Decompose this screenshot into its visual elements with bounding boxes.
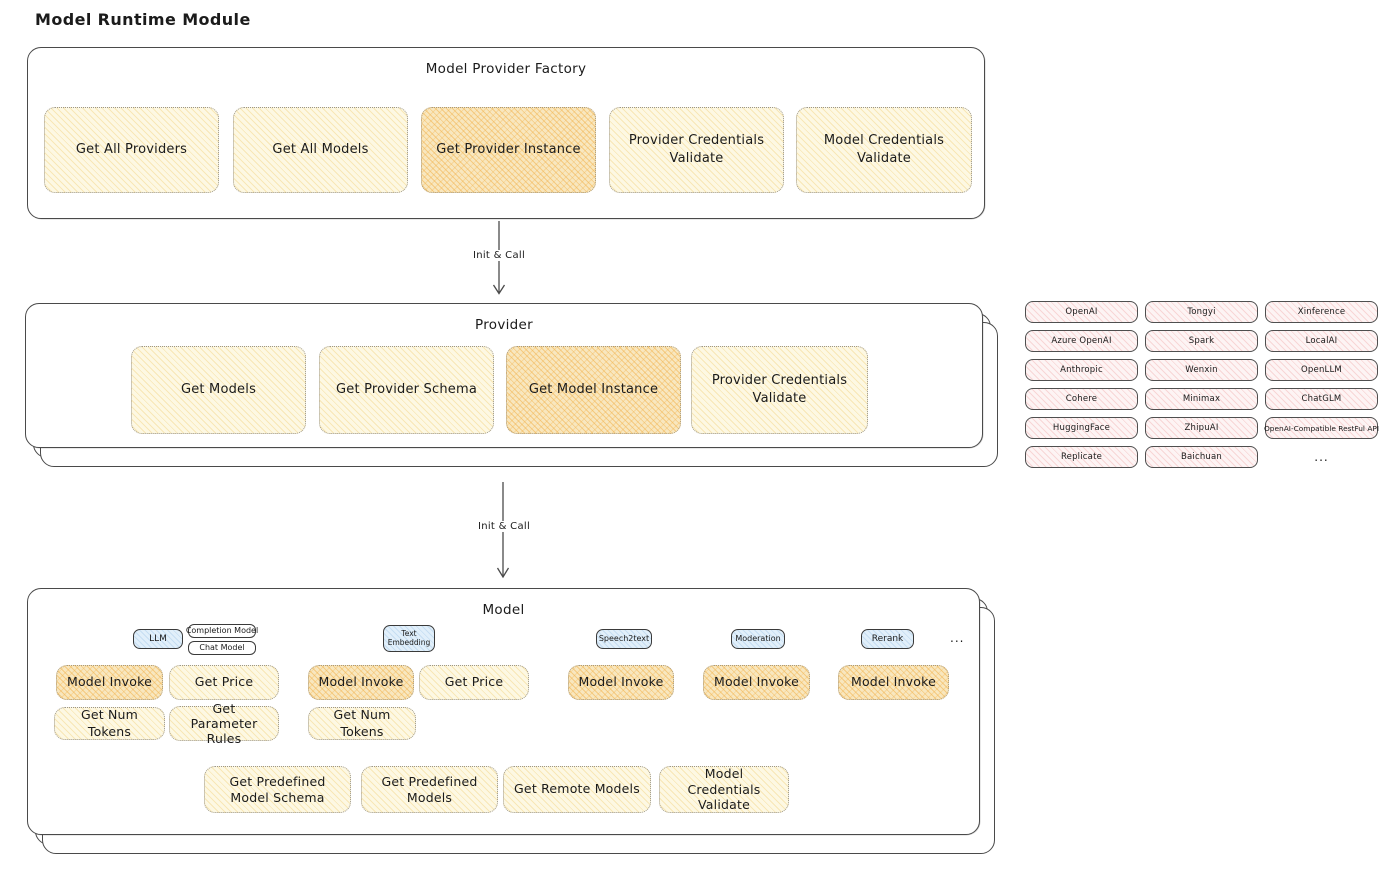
provider-node-get-models: Get Models: [131, 346, 306, 434]
provider-chip-openai-compatible-restful-api: OpenAI-Compatible RestFul API: [1264, 417, 1379, 439]
factory-node-get-provider-instance: Get Provider Instance: [421, 107, 596, 193]
model-node-llm-get-num-tokens: Get Num Tokens: [54, 707, 165, 740]
model-node-llm-get-parameter-rules: Get Parameter Rules: [169, 701, 279, 746]
provider-chip-openllm: OpenLLM: [1265, 359, 1378, 381]
providers-grid: OpenAI Tongyi Xinference Azure OpenAI Sp…: [1025, 301, 1379, 468]
providers-more-ellipsis: ...: [1314, 450, 1329, 464]
provider-chip-xinference: Xinference: [1265, 301, 1378, 323]
provider-chip-baichuan: Baichuan: [1145, 446, 1258, 468]
model-types-more-ellipsis: ...: [950, 631, 965, 645]
provider-chip-openai: OpenAI: [1025, 301, 1138, 323]
model-type-chip-speech2text: Speech2text: [596, 629, 652, 649]
model-node-model-credentials-validate: Model Credentials Validate: [659, 766, 789, 813]
provider-node-provider-credentials-validate: Provider Credentials Validate: [691, 346, 868, 434]
model-container: Model LLM Completion Model Chat Model Te…: [27, 588, 995, 854]
provider-chip-chatglm: ChatGLM: [1265, 388, 1378, 410]
factory-title: Model Provider Factory: [425, 61, 587, 77]
model-node-get-remote-models: Get Remote Models: [503, 766, 651, 813]
provider-node-get-model-instance: Get Model Instance: [506, 346, 681, 434]
model-node-text-embedding-model-invoke: Model Invoke: [308, 665, 414, 700]
model-type-chip-llm: LLM: [133, 629, 183, 649]
model-node-text-embedding-get-num-tokens: Get Num Tokens: [308, 707, 416, 740]
init-call-label-bottom: Init & Call: [473, 521, 535, 532]
model-node-speech2text-model-invoke: Model Invoke: [568, 665, 674, 700]
provider-chip-zhipuai: ZhipuAI: [1145, 417, 1258, 439]
factory-node-provider-credentials-validate: Provider Credentials Validate: [609, 107, 784, 193]
model-node-llm-model-invoke: Model Invoke: [56, 665, 163, 700]
provider-chip-spark: Spark: [1145, 330, 1258, 352]
provider-chip-localai: LocalAI: [1265, 330, 1378, 352]
provider-chip-azure-openai: Azure OpenAI: [1025, 330, 1138, 352]
model-node-get-predefined-model-schema: Get Predefined Model Schema: [204, 766, 351, 813]
model-node-rerank-model-invoke: Model Invoke: [838, 665, 949, 700]
provider-chip-replicate: Replicate: [1025, 446, 1138, 468]
provider-chip-minimax: Minimax: [1145, 388, 1258, 410]
factory-node-model-credentials-validate: Model Credentials Validate: [796, 107, 972, 193]
model-node-text-embedding-get-price: Get Price: [419, 665, 529, 700]
provider-chip-anthropic: Anthropic: [1025, 359, 1138, 381]
page-title: Model Runtime Module: [35, 10, 251, 29]
model-type-chip-text-embedding: Text Embedding: [383, 625, 435, 652]
provider-chip-tongyi: Tongyi: [1145, 301, 1258, 323]
init-call-label-top: Init & Call: [468, 250, 530, 261]
provider-node-get-provider-schema: Get Provider Schema: [319, 346, 494, 434]
provider-title: Provider: [475, 317, 533, 333]
model-type-chip-chat-model: Chat Model: [188, 641, 256, 655]
provider-chip-wenxin: Wenxin: [1145, 359, 1258, 381]
model-type-chip-rerank: Rerank: [861, 629, 914, 649]
provider-container: Provider Get Models Get Provider Schema …: [25, 303, 998, 467]
model-node-llm-get-price: Get Price: [169, 665, 279, 700]
provider-chip-huggingface: HuggingFace: [1025, 417, 1138, 439]
model-node-moderation-model-invoke: Model Invoke: [703, 665, 810, 700]
model-type-chip-moderation: Moderation: [731, 629, 785, 649]
factory-node-get-all-models: Get All Models: [233, 107, 408, 193]
model-node-get-predefined-models: Get Predefined Models: [361, 766, 498, 813]
factory-container: Model Provider Factory Get All Providers…: [27, 47, 985, 219]
model-title: Model: [482, 602, 525, 618]
provider-chip-cohere: Cohere: [1025, 388, 1138, 410]
factory-node-get-all-providers: Get All Providers: [44, 107, 219, 193]
model-type-chip-completion-model: Completion Model: [186, 624, 258, 638]
